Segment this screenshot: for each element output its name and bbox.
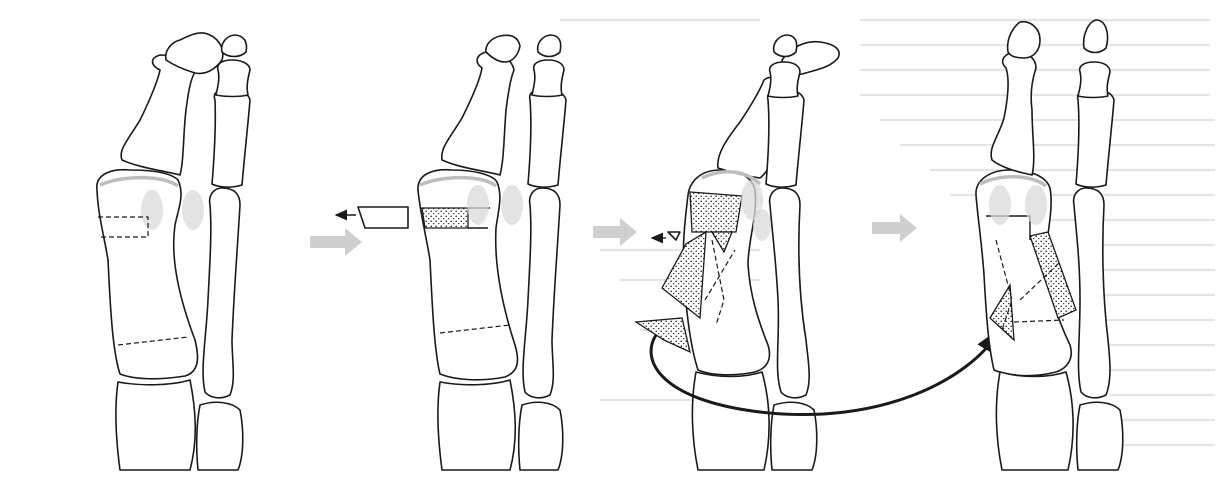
second-proximal-phalanx-3 (766, 89, 804, 187)
second-metatarsal (203, 188, 240, 398)
second-distal-phalanx (222, 35, 247, 57)
sesamoid-lateral (182, 190, 204, 230)
bone-graft-top-3 (690, 192, 742, 232)
small-wedge-3 (668, 232, 680, 240)
sesamoid-medial-4 (989, 185, 1011, 225)
second-distal-phalanx-4 (1084, 20, 1108, 53)
sesamoid-medial-2 (467, 185, 489, 225)
step-arrow-2 (593, 218, 637, 246)
second-proximal-phalanx-2 (528, 89, 566, 187)
medial-cuneiform-3 (692, 372, 769, 470)
second-middle-phalanx-2 (532, 60, 564, 97)
second-middle-phalanx (216, 60, 250, 97)
first-proximal-phalanx-2 (442, 52, 514, 175)
intermediate-cuneiform-2 (519, 402, 563, 470)
intermediate-cuneiform-4 (1077, 402, 1123, 470)
inserted-graft-2 (422, 208, 468, 228)
medial-cuneiform-4 (996, 372, 1073, 470)
panel-step-2 (336, 35, 566, 470)
second-proximal-phalanx-4 (1076, 89, 1114, 187)
second-middle-phalanx-4 (1078, 62, 1110, 98)
second-proximal-phalanx (212, 89, 250, 187)
panel-step-3 (636, 35, 1000, 470)
medial-cuneiform (116, 380, 195, 470)
first-proximal-phalanx (121, 55, 195, 175)
removed-bone-wedge (358, 207, 408, 228)
panel-step-4 (976, 20, 1123, 470)
second-metatarsal-3 (770, 188, 810, 398)
second-middle-phalanx-3 (768, 62, 800, 98)
step-arrow-1 (310, 228, 362, 256)
panel-step-1 (97, 33, 250, 470)
second-metatarsal-2 (523, 188, 560, 398)
sesamoid-medial (141, 190, 163, 230)
sesamoid-lateral-2 (501, 185, 523, 225)
second-distal-phalanx-3 (774, 35, 797, 57)
intermediate-cuneiform (197, 402, 243, 470)
medial-cuneiform-2 (438, 380, 515, 470)
first-distal-phalanx-4 (1008, 22, 1040, 58)
step-arrow-3 (872, 214, 917, 242)
sesamoid-lateral-4 (1025, 185, 1047, 225)
bone-graft-lower-3 (636, 318, 690, 352)
sesamoid-lateral-3 (753, 209, 771, 241)
second-distal-phalanx-2 (538, 35, 561, 57)
